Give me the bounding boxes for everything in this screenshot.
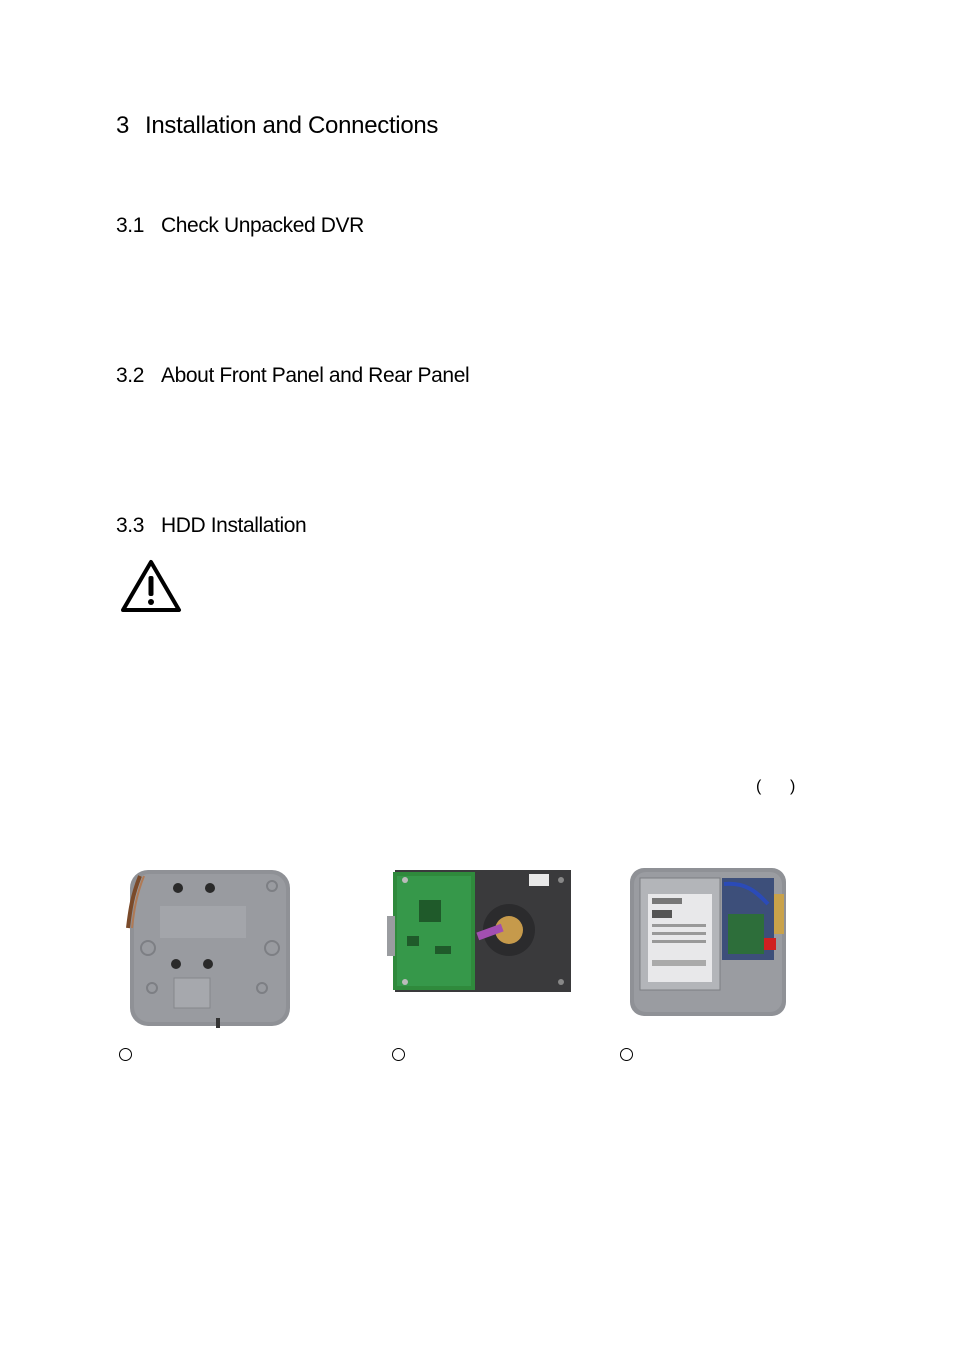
section-heading-3-2: 3.2 About Front Panel and Rear Panel: [116, 364, 470, 388]
section-title: HDD Installation: [161, 514, 307, 537]
section-title: Check Unpacked DVR: [161, 214, 364, 237]
chapter-title: Installation and Connections: [145, 112, 439, 139]
step-marker-circle-icon: [119, 1048, 132, 1061]
hard-disk-photo: [387, 870, 571, 992]
dvr-bottom-cover-photo: [126, 870, 290, 1028]
chapter-heading: 3 Installation and Connections: [116, 112, 438, 140]
chapter-number: 3: [116, 112, 130, 139]
open-parenthesis: (: [756, 778, 762, 795]
step-marker-circle-icon: [392, 1048, 405, 1061]
section-title: About Front Panel and Rear Panel: [161, 364, 470, 387]
section-number: 3.2: [116, 364, 144, 387]
section-heading-3-1: 3.1 Check Unpacked DVR: [116, 214, 364, 238]
warning-triangle-icon: [121, 560, 181, 612]
hdd-installed-photo: [630, 868, 786, 1016]
section-number: 3.3: [116, 514, 144, 537]
section-number: 3.1: [116, 214, 144, 237]
step-marker-circle-icon: [620, 1048, 633, 1061]
close-parenthesis: ): [790, 778, 796, 795]
section-heading-3-3: 3.3 HDD Installation: [116, 514, 307, 538]
